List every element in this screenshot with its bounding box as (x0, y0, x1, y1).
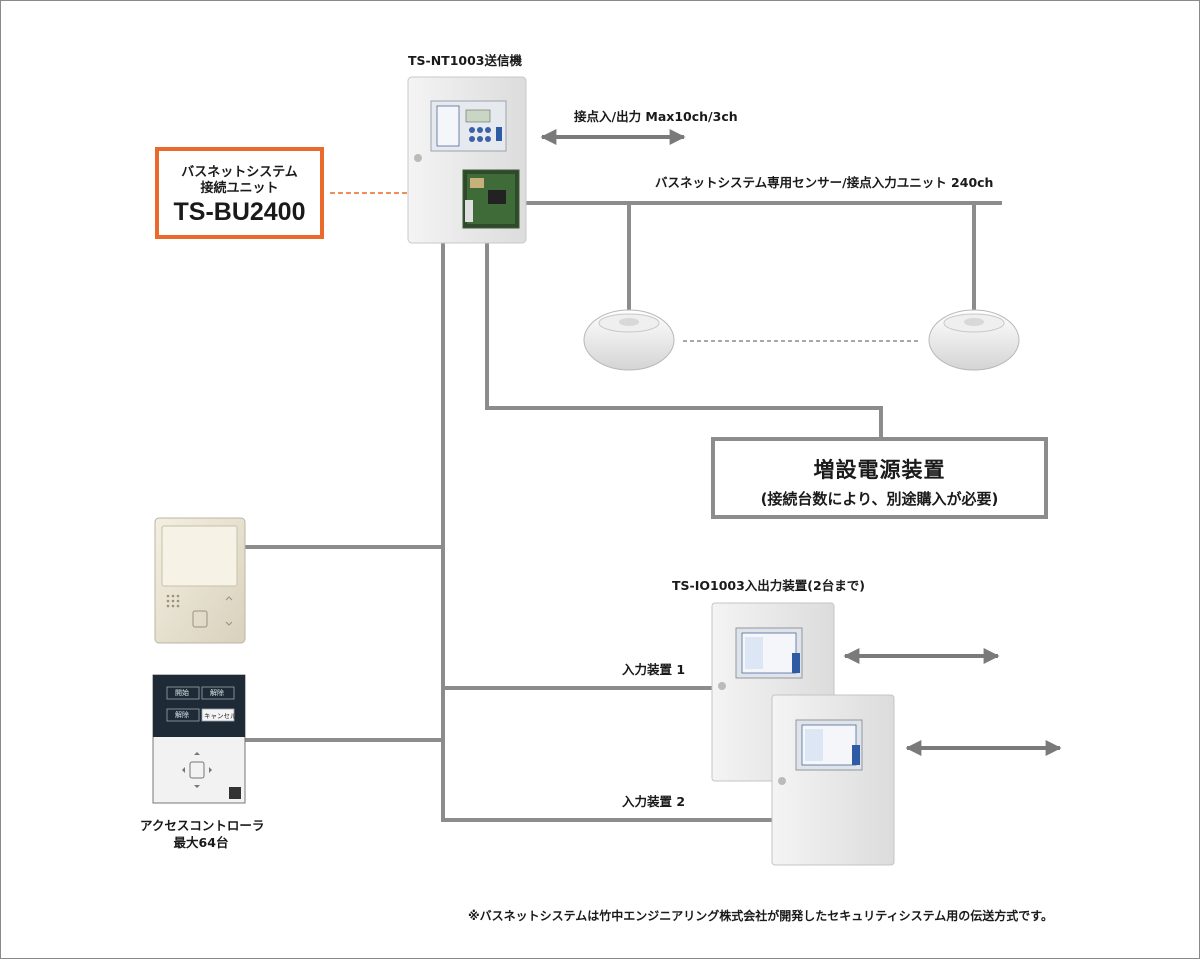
sensor-2 (928, 309, 1020, 371)
key-start: 開始 (175, 689, 189, 697)
controller-keys: 開始 解除 解除 キャンセル (167, 687, 237, 723)
bus-unit-line2: 接続ユニット (200, 181, 279, 196)
bus-unit-line1: バスネットシステム (181, 165, 298, 180)
access-controller-line1: アクセスコントローラ (140, 818, 265, 833)
sensor-line-label: バスネットシステム専用センサー/接点入力ユニット 240ch (655, 175, 994, 190)
power-unit-subtitle: (接続台数により、別途購入が必要) (760, 490, 999, 508)
power-unit-title: 増設電源装置 (813, 458, 946, 482)
key-release-2: 解除 (175, 711, 189, 719)
transmitter-title: TS-NT1003送信機 (408, 53, 522, 68)
power-unit-line (485, 225, 883, 437)
input-device-1-label: 入力装置 1 (622, 662, 686, 677)
key-cancel: キャンセル (204, 712, 237, 720)
footnote: ※バスネットシステムは竹中エンジニアリング株式会社が開発したセキュリティシステム… (468, 909, 1054, 923)
access-controller-label: アクセスコントローラ 最大64台 (140, 817, 265, 851)
keypad-device (154, 517, 246, 644)
access-controller-device (152, 674, 246, 804)
transmitter-device (407, 76, 527, 244)
sensor-1 (583, 309, 675, 371)
access-controller-line2: 最大64台 (173, 835, 229, 850)
contact-io-label: 接点入/出力 Max10ch/3ch (574, 109, 738, 124)
input-device-2-label: 入力装置 2 (622, 794, 686, 809)
key-release-1: 解除 (210, 689, 224, 697)
io-device-2 (771, 694, 895, 866)
bus-unit-model: TS-BU2400 (173, 198, 306, 226)
io-device-title: TS-IO1003入出力装置(2台まで) (672, 578, 865, 593)
bus-wiring (245, 201, 1002, 822)
power-unit-box: 増設電源装置 (接続台数により、別途購入が必要) (711, 437, 1048, 519)
bus-unit-box: バスネットシステム 接続ユニット TS-BU2400 (155, 147, 324, 239)
